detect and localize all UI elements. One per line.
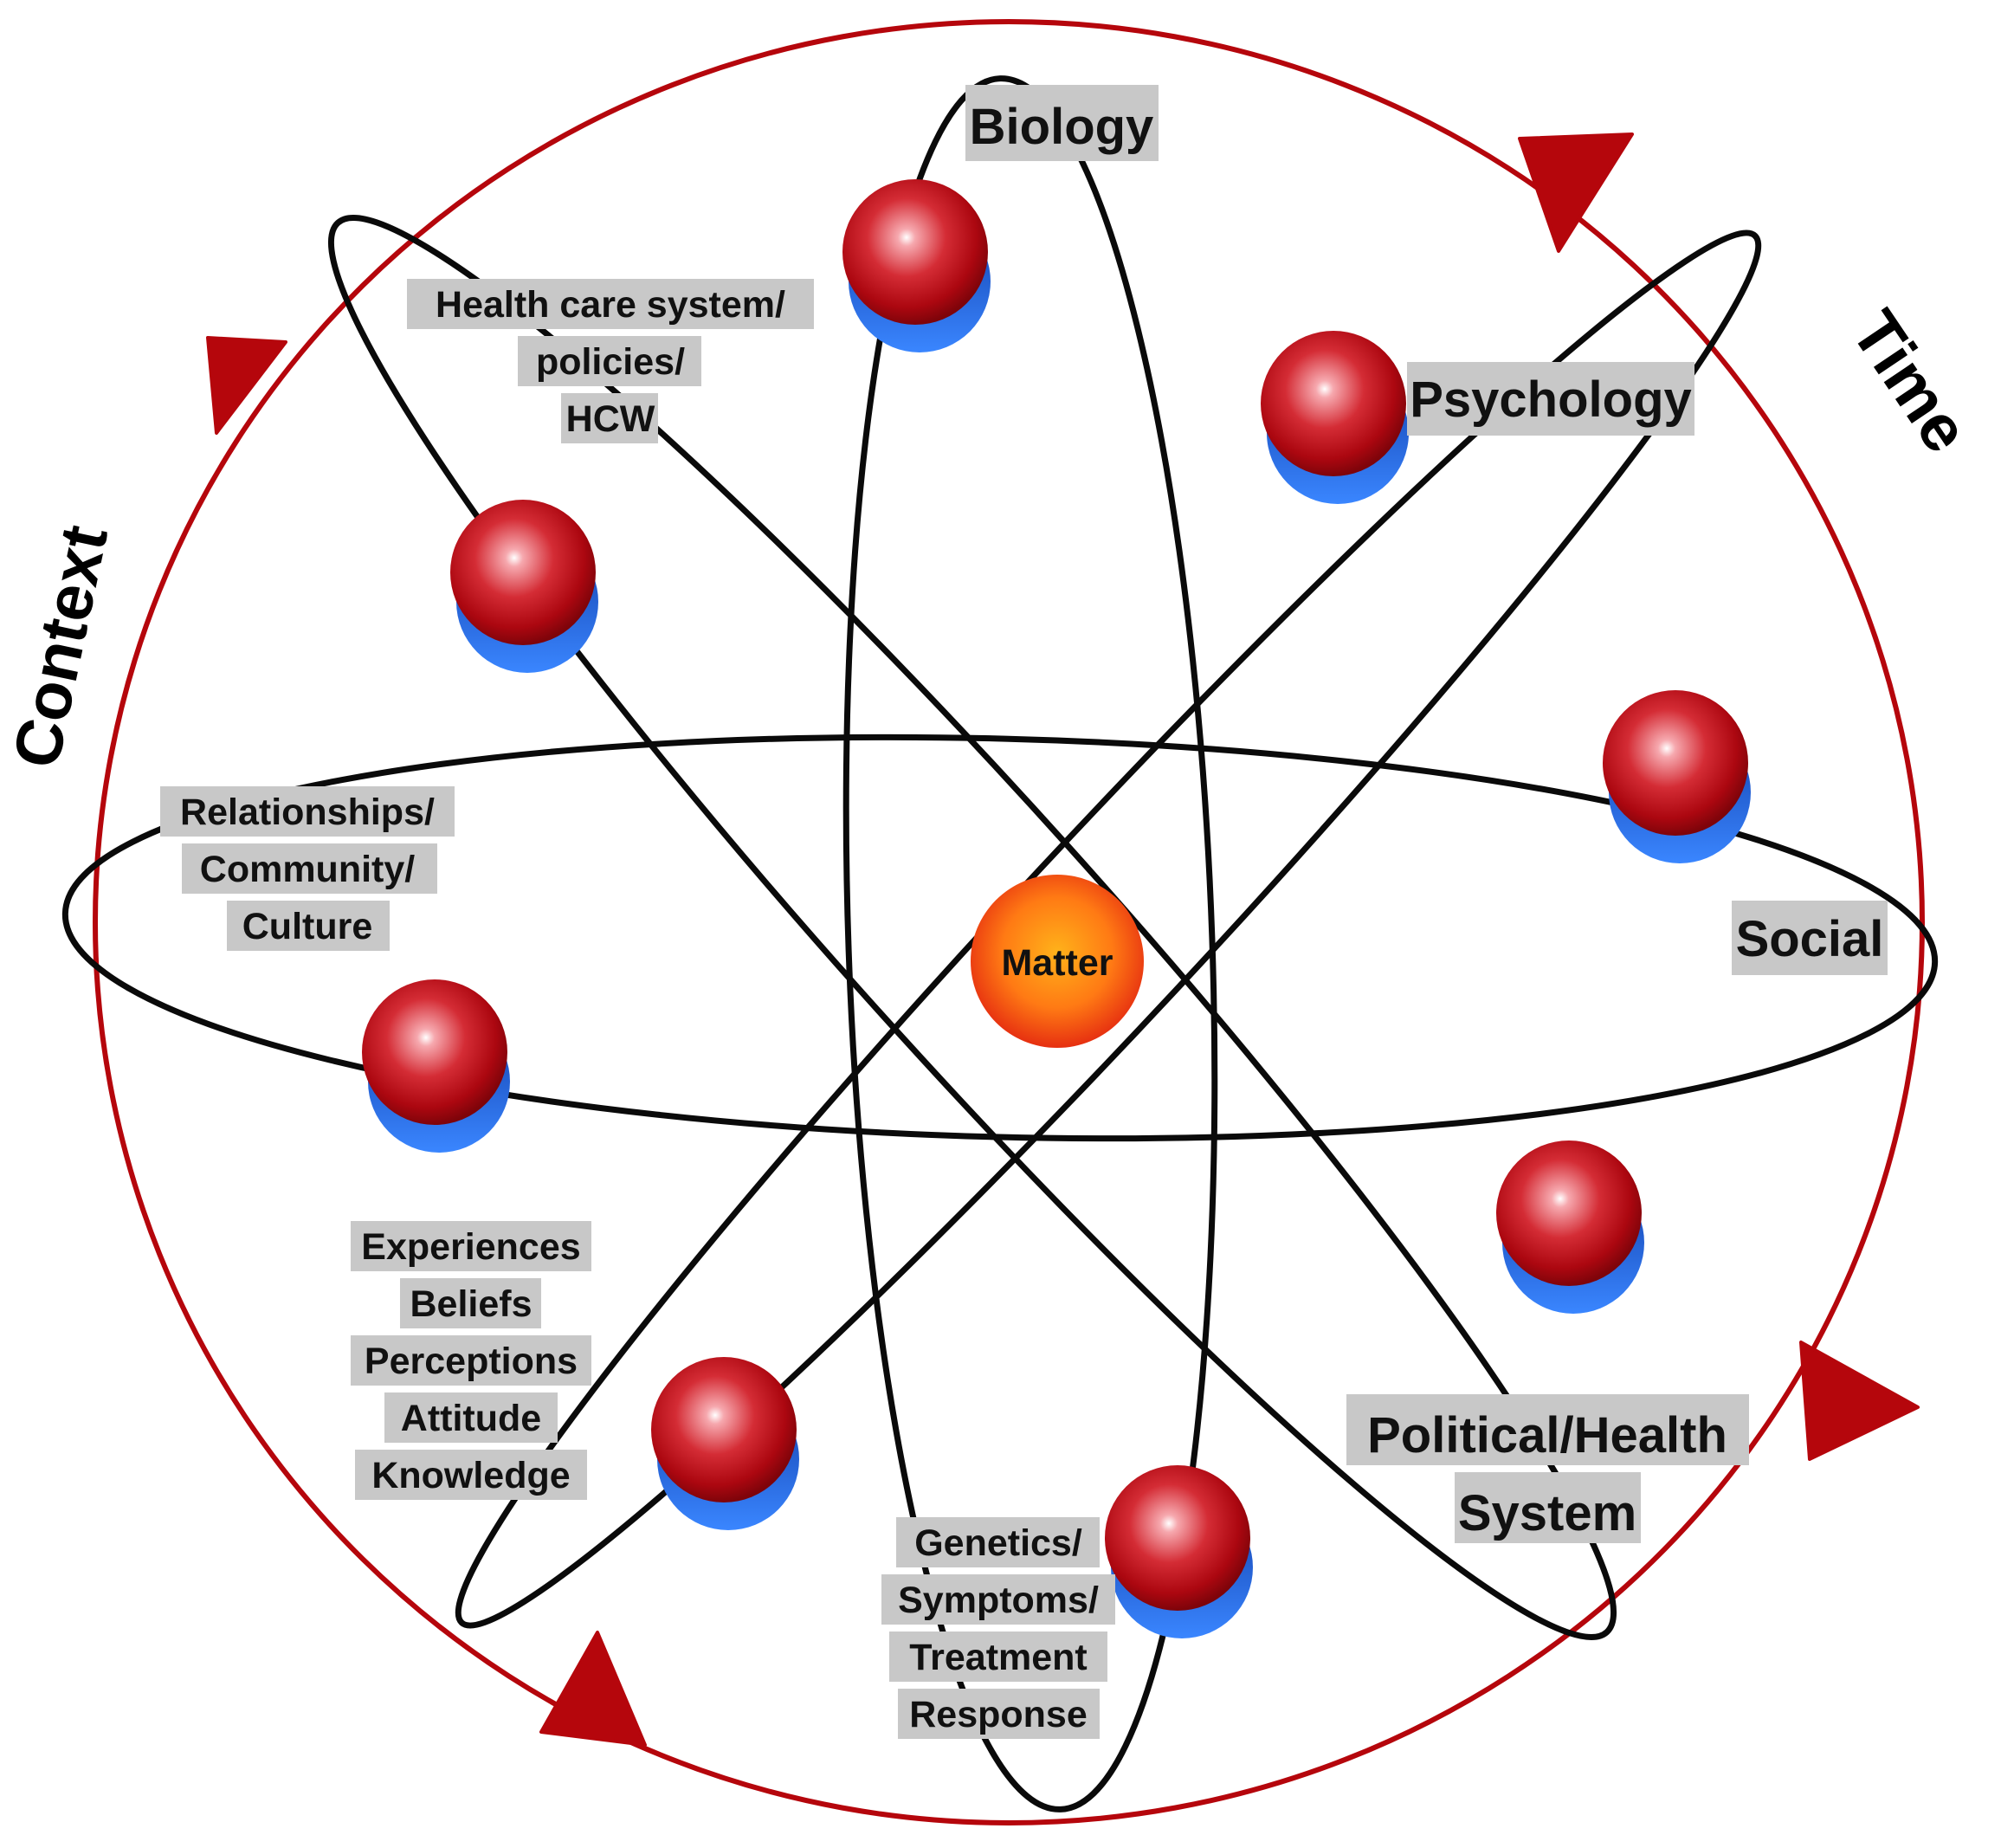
label-experiences: Experiences Beliefs Perceptions Attitude…: [351, 1221, 591, 1500]
time-label: Time: [1837, 298, 1984, 465]
electrons: [362, 179, 1751, 1638]
label-experiences-line: Experiences: [361, 1226, 580, 1268]
label-genetics-line: Symptoms/: [898, 1580, 1099, 1621]
label-relationships: Relationships/ Community/ Culture: [160, 786, 455, 951]
electron: [651, 1357, 799, 1530]
orbit-diagonal-b: [455, 229, 1762, 1629]
label-genetics-line: Genetics/: [914, 1522, 1082, 1564]
label-relationships-line: Community/: [200, 849, 416, 890]
electron: [1496, 1140, 1644, 1314]
orbits: [61, 75, 1939, 1812]
orbit-biology: [842, 75, 1218, 1812]
label-genetics-line: Response: [909, 1694, 1088, 1735]
label-relationships-line: Relationships/: [180, 792, 435, 833]
label-political: Political/Health System: [1346, 1394, 1749, 1543]
electron: [1603, 690, 1751, 863]
label-biology: Biology: [965, 85, 1159, 161]
label-political-line: System: [1458, 1485, 1636, 1541]
electron: [450, 500, 598, 673]
electron: [362, 979, 510, 1153]
label-biology-line: Biology: [970, 99, 1154, 155]
label-experiences-line: Perceptions: [365, 1341, 578, 1382]
label-relationships-line: Culture: [242, 906, 373, 947]
electron: [1261, 331, 1409, 504]
label-genetics: Genetics/ Symptoms/ Treatment Response: [881, 1517, 1115, 1739]
label-experiences-line: Knowledge: [371, 1455, 570, 1496]
ring-arrow-icon: [539, 1631, 647, 1747]
label-genetics-line: Treatment: [909, 1637, 1088, 1678]
label-psychology: Psychology: [1407, 362, 1694, 436]
context-label: Context: [0, 520, 122, 774]
electron: [1105, 1465, 1253, 1638]
ring-arrow-icon: [1799, 1341, 1920, 1461]
label-healthcare-line: policies/: [536, 341, 685, 383]
label-experiences-line: Beliefs: [410, 1283, 532, 1325]
ring-arrow-icon: [1518, 132, 1634, 253]
nucleus: Matter: [971, 875, 1144, 1048]
label-healthcare-line: HCW: [566, 398, 655, 440]
label-social-line: Social: [1736, 911, 1884, 967]
outer-ring: [93, 19, 1925, 1825]
electron: [842, 179, 991, 352]
label-experiences-line: Attitude: [401, 1398, 541, 1439]
label-psychology-line: Psychology: [1410, 372, 1692, 428]
ring-arrow-icon: [206, 336, 287, 435]
label-political-line: Political/Health: [1367, 1407, 1727, 1464]
nucleus-label: Matter: [1001, 942, 1113, 984]
nucleus-sphere: [971, 875, 1144, 1048]
label-healthcare-line: Health care system/: [436, 284, 785, 326]
label-social: Social: [1732, 901, 1888, 975]
label-healthcare: Health care system/ policies/ HCW: [407, 279, 814, 443]
